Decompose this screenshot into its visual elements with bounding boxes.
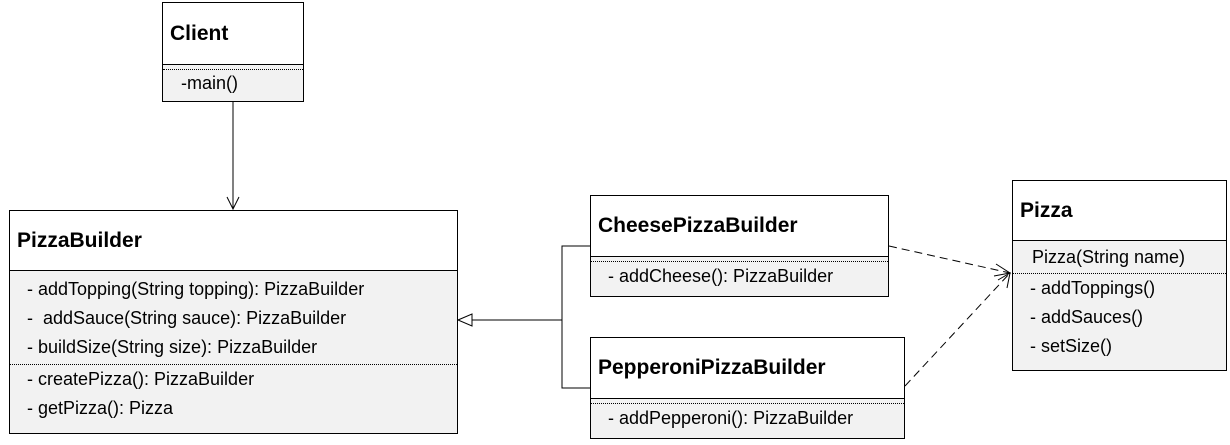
class-cheese-pizza-builder-name: CheesePizzaBuilder <box>591 196 888 257</box>
pizza-constructor: Pizza(String name) <box>1032 247 1186 267</box>
pizza-builder-operation: - createPizza(): PizzaBuilder <box>27 369 255 389</box>
pizza-operation: - addSauces() <box>1030 307 1144 327</box>
class-client[interactable]: Client -main() <box>162 2 304 102</box>
pepperoni-builder-operation: - addPepperoni(): PizzaBuilder <box>608 408 854 428</box>
pizza-builder-operation: - buildSize(String size): PizzaBuilder <box>27 337 318 357</box>
pizza-operation: - setSize() <box>1030 336 1113 356</box>
class-pizza-builder-name: PizzaBuilder <box>10 211 457 271</box>
pepperoni-attributes-separator <box>591 403 904 404</box>
pizza-builder-operations-separator <box>10 364 457 365</box>
class-client-name: Client <box>163 3 303 65</box>
pizza-operations-separator <box>1013 273 1226 274</box>
pizza-operation: - addToppings() <box>1030 278 1156 298</box>
cheese-attributes-separator <box>591 261 888 262</box>
client-to-builder-arrowhead <box>226 196 240 211</box>
cheese-to-pizza-dependency <box>888 245 1011 274</box>
pizza-builder-operation: - getPizza(): Pizza <box>27 398 174 418</box>
class-pizza[interactable]: Pizza Pizza(String name) - addToppings()… <box>1012 180 1227 371</box>
class-pizza-name: Pizza <box>1013 181 1226 241</box>
class-pizza-builder[interactable]: PizzaBuilder - addTopping(String topping… <box>9 210 458 434</box>
pizza-builder-operation: - addTopping(String topping): PizzaBuild… <box>27 279 365 299</box>
class-pepperoni-pizza-builder-name: PepperoniPizzaBuilder <box>591 338 904 399</box>
client-attributes-separator <box>163 69 303 70</box>
pepperoni-to-pizza-dependency <box>904 272 1011 387</box>
generalization-triangle <box>456 313 473 327</box>
pepperoni-to-pizza-arrowhead <box>997 272 1011 289</box>
class-pepperoni-pizza-builder[interactable]: PepperoniPizzaBuilder - addPepperoni(): … <box>590 337 905 439</box>
pizza-builder-operation: - addSauce(String sauce): PizzaBuilder <box>27 308 347 328</box>
class-cheese-pizza-builder[interactable]: CheesePizzaBuilder - addCheese(): PizzaB… <box>590 195 889 297</box>
cheese-generalization-line <box>561 245 590 389</box>
cheese-builder-operation: - addCheese(): PizzaBuilder <box>608 266 834 286</box>
client-operation: -main() <box>181 73 238 93</box>
